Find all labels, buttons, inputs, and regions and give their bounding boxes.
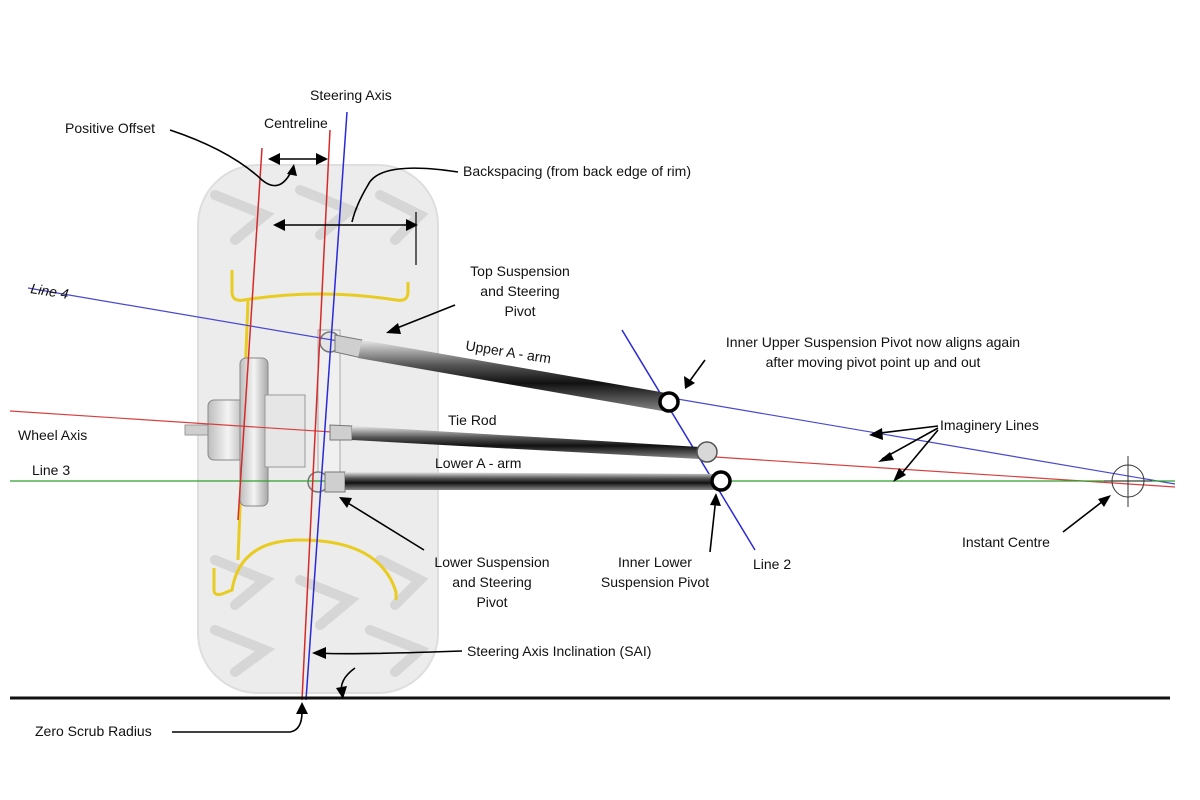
upper-a-arm bbox=[358, 340, 672, 412]
steering-axis-line bbox=[305, 111, 348, 701]
lower-a-arm bbox=[345, 472, 718, 490]
tie-rod bbox=[352, 426, 700, 459]
lower-pivot-label-1: Lower Suspension bbox=[434, 554, 549, 570]
lower-pivot-label-3: Pivot bbox=[476, 594, 507, 610]
positive-offset-label: Positive Offset bbox=[65, 120, 155, 136]
line-4-label: Line 4 bbox=[30, 280, 70, 302]
imaginery-lines-label: Imaginery Lines bbox=[940, 417, 1039, 433]
centreline-label: Centreline bbox=[264, 115, 328, 131]
backspacing-label: Backspacing (from back edge of rim) bbox=[463, 163, 691, 179]
line-2-label: Line 2 bbox=[753, 556, 791, 572]
sai-label: Steering Axis Inclination (SAI) bbox=[467, 643, 651, 659]
wheel-hub bbox=[184, 357, 306, 507]
tie-rod-pivot bbox=[696, 441, 718, 463]
inner-upper-pivot-label-1: Inner Upper Suspension Pivot now aligns … bbox=[726, 334, 1020, 350]
centreline-offset-line bbox=[237, 147, 263, 521]
zero-scrub-radius-label: Zero Scrub Radius bbox=[35, 723, 152, 739]
instant-centre-marker bbox=[1104, 456, 1152, 507]
tie-rod-label: Tie Rod bbox=[448, 412, 497, 428]
top-pivot-label-1: Top Suspension bbox=[470, 263, 570, 279]
steering-axis-label: Steering Axis bbox=[310, 87, 392, 103]
inner-lower-pivot-label-2: Suspension Pivot bbox=[601, 574, 709, 590]
leader-arrows bbox=[169, 129, 1111, 733]
line-3-label: Line 3 bbox=[32, 462, 70, 478]
lower-a-arm-label: Lower A - arm bbox=[435, 455, 521, 471]
instant-centre-label: Instant Centre bbox=[962, 534, 1050, 550]
suspension-arms bbox=[324, 334, 718, 493]
top-pivot-label-3: Pivot bbox=[504, 303, 535, 319]
wheel-axis-label: Wheel Axis bbox=[18, 427, 87, 443]
inner-upper-pivot-label-2: after moving pivot point up and out bbox=[766, 354, 981, 370]
inner-lower-pivot-label-1: Inner Lower bbox=[618, 554, 692, 570]
lower-pivot-label-2: and Steering bbox=[452, 574, 531, 590]
top-pivot-label-2: and Steering bbox=[480, 283, 559, 299]
inner-lower-pivot bbox=[710, 470, 732, 492]
line-2 bbox=[621, 329, 756, 551]
inner-upper-pivot bbox=[658, 391, 680, 413]
